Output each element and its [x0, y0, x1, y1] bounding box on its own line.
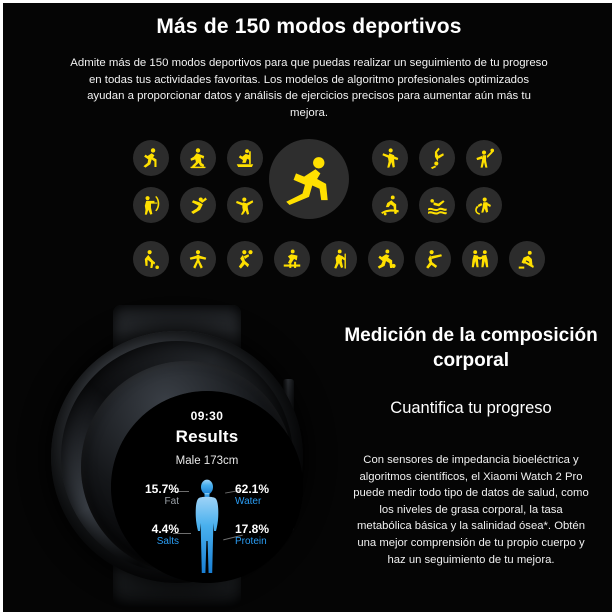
sport-icon-swimming: [419, 187, 455, 223]
sport-icon-cheerleading: [466, 140, 502, 176]
body-silhouette: [187, 479, 227, 575]
sports-icon-grid: [3, 129, 612, 289]
sport-icon-boxing: [462, 241, 498, 277]
leader-line-salts: [173, 533, 191, 534]
watch-inner-ring: 09:30 Results Male 173cm: [81, 361, 303, 583]
sport-icon-kickboxing: [372, 140, 408, 176]
sport-icon-badminton: [227, 241, 263, 277]
hero-running-icon: [269, 139, 349, 219]
metric-fat: 15.7% Fat: [117, 483, 179, 508]
sport-icon-ice-hockey: [509, 241, 545, 277]
sport-icon-dance: [227, 187, 263, 223]
metric-salts: 4.4% Salts: [117, 523, 179, 548]
metric-water-value: 62.1%: [235, 482, 270, 496]
sport-icon-skating: [274, 241, 310, 277]
sport-icon-running: [133, 140, 169, 176]
metric-water: 62.1% Water: [235, 483, 297, 508]
body-composition-title: Medición de la composición corporal: [344, 325, 598, 371]
watch-time: 09:30: [190, 409, 224, 423]
sport-icon-golf: [133, 241, 169, 277]
sport-icon-stretching: [180, 241, 216, 277]
body-composition-subtitle: Cuantifica tu progreso: [390, 399, 552, 417]
watch-screen-title: Results: [175, 427, 239, 446]
sport-icon-archery: [133, 187, 169, 223]
body-composition-description: Con sensores de impedancia bioeléctrica …: [353, 454, 589, 566]
watch-case: 09:30 Results Male 173cm: [51, 331, 303, 583]
metric-salts-label: Salts: [156, 536, 179, 547]
metric-fat-label: Fat: [164, 496, 179, 507]
metric-protein-value: 17.8%: [235, 522, 270, 536]
leader-line-fat: [171, 491, 189, 492]
sport-icon-football: [368, 241, 404, 277]
sports-section-title: Más de 150 modos deportivos: [156, 15, 462, 38]
metric-salts-value: 4.4%: [151, 522, 179, 536]
watch-side-button-top[interactable]: [283, 379, 294, 411]
smartwatch-image: 09:30 Results Male 173cm: [33, 303, 333, 607]
watch-screen[interactable]: 09:30 Results Male 173cm: [111, 391, 303, 583]
metric-protein: 17.8% Protein: [235, 523, 297, 548]
metric-fat-value: 15.7%: [144, 482, 179, 496]
sport-icon-bowling: [415, 241, 451, 277]
sport-icon-walking: [180, 140, 216, 176]
sport-icon-hiking: [321, 241, 357, 277]
sport-icon-handstand: [419, 140, 455, 176]
watch-profile-info: Male 173cm: [175, 455, 239, 467]
metric-protein-label: Protein: [235, 536, 267, 547]
metric-water-label: Water: [235, 496, 262, 507]
watch-bezel: 09:30 Results Male 173cm: [61, 341, 303, 583]
sport-icon-skateboarding: [372, 187, 408, 223]
sports-section-description: Admite más de 150 modos deportivos para …: [70, 57, 548, 119]
sport-icon-jump-rope: [466, 187, 502, 223]
sport-icon-gymnastics: [180, 187, 216, 223]
sport-icon-treadmill: [227, 140, 263, 176]
